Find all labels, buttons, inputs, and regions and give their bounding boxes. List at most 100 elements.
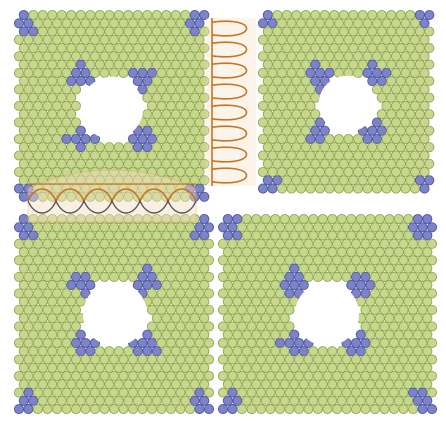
lattice-bead [305,100,316,111]
lattice-bead [118,18,129,29]
lattice-bead [272,59,283,70]
corner-bead [371,133,383,145]
lattice-bead [32,354,44,365]
lattice-bead [170,329,181,340]
lattice-bead [329,175,340,186]
lattice-bead [422,263,433,274]
lattice-bead [424,158,435,169]
lattice-bead [241,263,252,274]
lattice-bead [281,9,292,21]
lattice-bead [390,183,402,194]
corner-bead [284,288,295,299]
lattice-bead [61,337,72,349]
lattice-bead [371,84,383,95]
lattice-bead [199,263,210,274]
lattice-bead [161,296,172,307]
corner-bead [426,404,438,415]
lattice-bead [407,238,419,249]
corner-bead [146,271,158,282]
corner-bead [146,337,158,349]
lattice-bead [180,92,191,103]
lattice-bead [118,238,129,249]
lattice-bead [352,150,364,161]
lattice-bead [426,321,438,332]
lattice-bead [118,271,129,282]
lattice-bead [257,133,269,145]
lattice-bead [365,247,376,258]
lattice-bead [180,379,191,390]
lattice-bead [267,67,278,78]
lattice-bead [379,337,390,349]
lattice-bead [156,150,167,161]
lattice-bead [28,59,39,70]
lattice-bead [104,142,115,153]
lattice-bead [170,9,181,21]
lattice-bead [260,379,271,390]
lattice-bead [99,150,110,161]
lattice-bead [199,26,210,37]
lattice-bead [146,34,158,45]
lattice-bead [227,288,238,299]
lattice-bead [236,354,248,365]
lattice-bead [369,337,381,349]
corner-bead [314,117,326,128]
lattice-bead [37,92,48,103]
corner-bead [23,222,34,233]
lattice-bead [80,238,91,249]
lattice-bead [80,18,91,29]
lattice-bead [381,133,392,145]
lattice-bead [319,142,330,153]
lattice-bead [13,354,25,365]
lattice-bead [403,329,414,340]
corner-bead [414,9,425,21]
lattice-bead [360,304,371,315]
lattice-bead [241,313,252,324]
lattice-bead [47,329,58,340]
lattice-bead [32,222,44,233]
lattice-bead [61,34,72,45]
lattice-bead [352,183,364,194]
lattice-bead [175,18,186,29]
lattice-bead [355,213,366,225]
lattice-bead [422,346,433,357]
lattice-bead [255,337,267,349]
lattice-bead [390,150,402,161]
corner-bead [371,117,383,128]
lattice-bead [274,288,286,299]
lattice-bead [322,370,333,382]
corner-bead [298,280,309,291]
lattice-bead [37,247,48,258]
lattice-bead [80,51,91,62]
lattice-bead [293,387,305,398]
lattice-bead [260,280,271,291]
lattice-bead [329,59,340,70]
lattice-bead [28,158,39,169]
horizontal-linker-band [27,169,197,223]
lattice-bead [388,304,400,315]
lattice-bead [203,370,215,382]
lattice-bead [104,43,115,54]
corner-bead [426,222,438,233]
lattice-bead [51,34,63,45]
lattice-bead [203,288,215,299]
lattice-bead [118,34,129,45]
lattice-bead [56,379,67,390]
lattice-bead [61,150,72,161]
lattice-bead [279,230,290,241]
lattice-bead [260,263,271,274]
lattice-bead [308,230,319,241]
lattice-bead [37,329,48,340]
corner-bead [189,230,200,241]
corner-bead [412,230,423,241]
lattice-bead [319,26,330,37]
lattice-bead [279,379,290,390]
lattice-bead [246,387,257,398]
lattice-bead [390,84,402,95]
lattice-bead [99,370,110,382]
lattice-bead [409,18,421,29]
lattice-bead [189,346,200,357]
lattice-bead [28,362,39,373]
lattice-bead [170,158,181,169]
lattice-bead [165,166,177,178]
lattice-bead [310,9,321,21]
